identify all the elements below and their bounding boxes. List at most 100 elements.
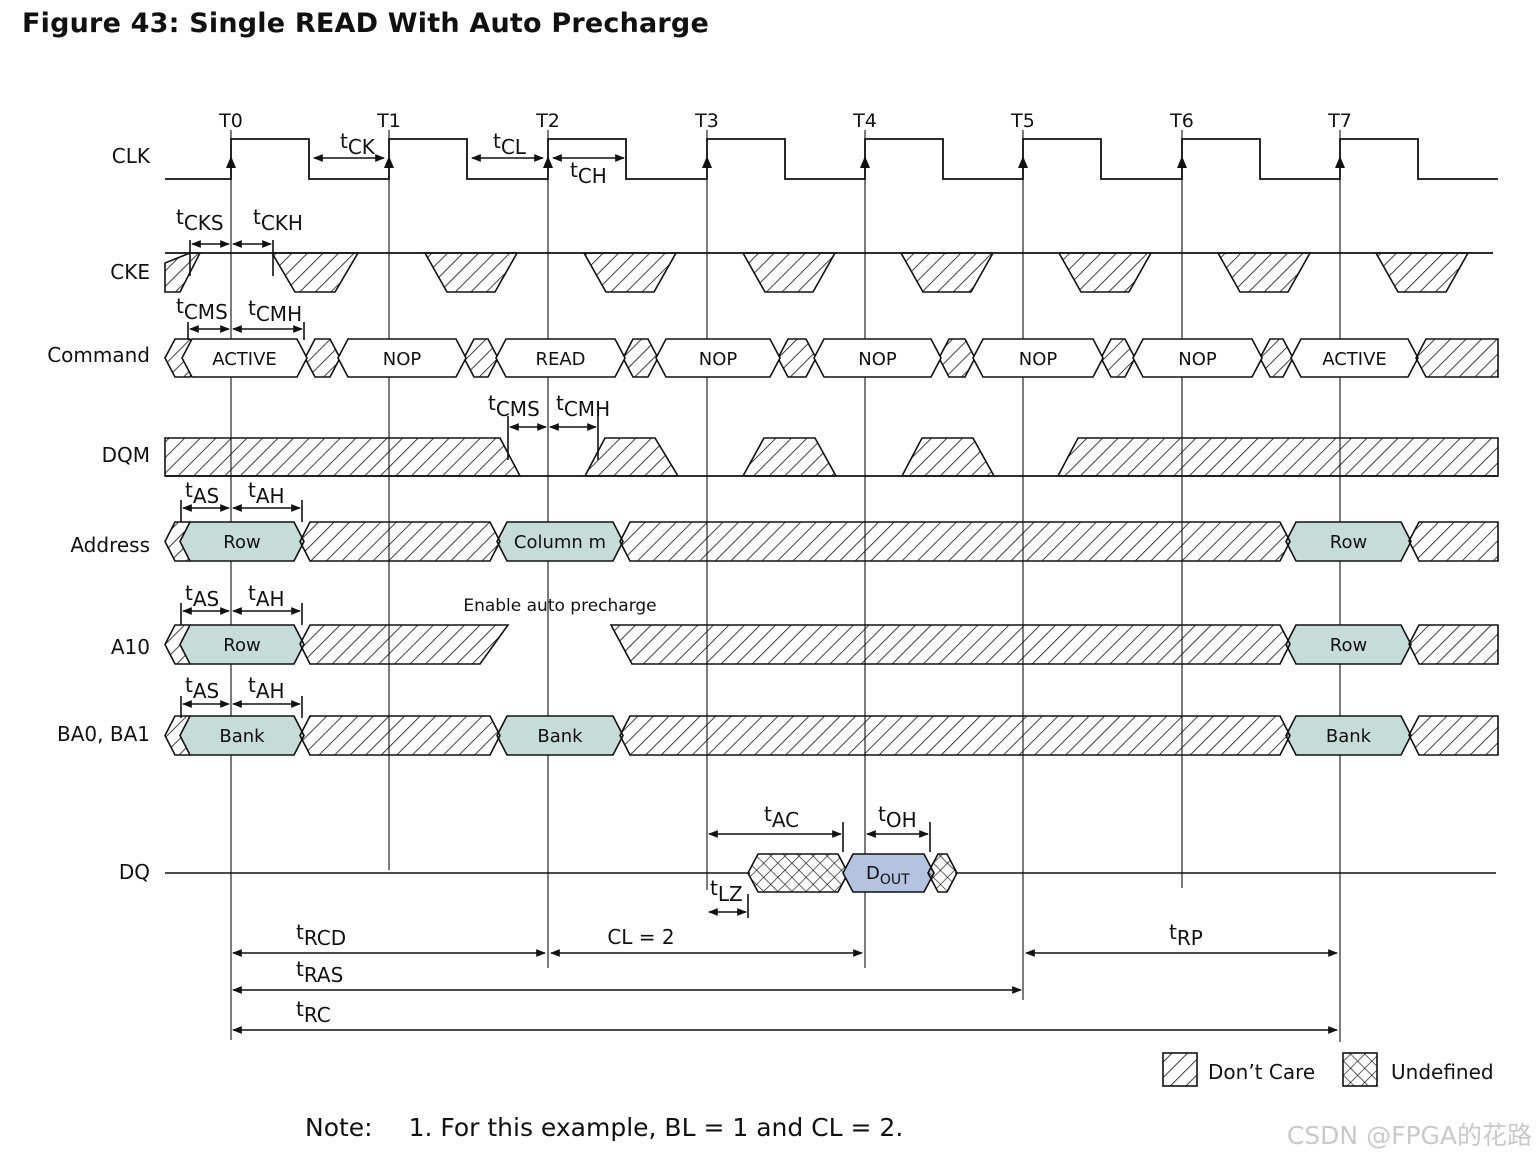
command-read [495,338,626,378]
command-dont-care [1259,338,1294,378]
signal-name-cke: CKE [110,260,150,284]
signal-name-command: Command [47,343,150,367]
signal-name-clk: CLK [112,144,151,168]
ba-value-label: Bank [219,726,265,747]
clock-label-t4: T4 [852,110,877,132]
command-label: NOP [699,349,738,370]
command-label: NOP [858,349,897,370]
clock-label-t2: T2 [535,110,560,132]
label-tck: tCK [340,129,376,159]
dqm-dont-care [900,437,996,477]
label-tlz: tLZ [710,876,743,906]
label-tah-address: tAH [248,478,285,508]
clock-label-t7: T7 [1327,110,1352,132]
command-nop [813,338,942,378]
clock-label-t3: T3 [694,110,719,132]
ba-dont-care [1408,715,1499,756]
command-dont-care [938,338,976,378]
cke-dont-care [741,252,837,293]
cke-dont-care [270,252,360,293]
clock-label-t6: T6 [1169,110,1194,132]
label-tas-address: tAS [185,478,219,508]
timing-parameters [182,154,1338,1034]
cke-dont-care [1374,252,1470,293]
command-nop [337,338,467,378]
clk-edge-arrow [226,156,236,168]
command-label: NOP [1178,349,1217,370]
label-tckh: tCKH [253,205,303,235]
dqm-dont-care [741,437,838,477]
clock-label-t5: T5 [1010,110,1035,132]
dq-dout-label: DOUT [866,863,910,888]
cke-dont-care [423,252,519,293]
note: Note: 1. For this example, BL = 1 and CL… [305,1113,903,1142]
note-text: 1. For this example, BL = 1 and CL = 2. [408,1113,904,1142]
note-label: Note: [305,1113,373,1142]
label-tah-a10: tAH [248,581,285,611]
label-tcmh-dqm: tCMH [556,391,610,421]
address-value-label: Row [1330,532,1367,553]
command-label: ACTIVE [1322,349,1387,370]
command-label: ACTIVE [212,349,277,370]
clk-edge-arrow [384,156,394,168]
command-nop [972,338,1104,378]
clk-edge-arrow [1335,156,1345,168]
label-trc: tRC [296,997,331,1027]
a10-dont-care [1408,624,1499,665]
cke-dont-care [582,252,678,293]
dqm-dont-care [1056,437,1499,477]
signal-name-address: Address [70,533,150,557]
dqm-dont-care [164,437,522,477]
signal-name-a10: A10 [111,635,150,659]
ba-value-label: Bank [537,726,583,747]
dq-undefined [927,853,958,893]
signal-waveforms [164,138,1499,1087]
figure-title: Figure 43: Single READ With Auto Prechar… [22,8,709,39]
label-tcl: tCL [493,129,527,159]
label-tcks: tCKS [176,205,224,235]
address-dont-care [299,521,501,562]
clk-edge-arrow [543,156,553,168]
label-tch: tCH [570,158,607,188]
command-dont-care [777,338,817,378]
a10-dont-care [609,624,1291,665]
label-tah-ba: tAH [248,673,285,703]
dqm-dont-care [583,437,680,477]
address-value-label: Column m [514,532,606,553]
ba-value-label: Bank [1326,726,1372,747]
clk-edge-arrow [1018,156,1028,168]
cke-dont-care [1216,252,1312,293]
a10-value-label: Row [1330,635,1367,656]
label-cl: CL = 2 [607,925,674,949]
command-dont-care [1100,338,1136,378]
command-dont-care [622,338,659,378]
label-tcmh: tCMH [248,296,302,326]
clk-edge-arrow [1177,156,1187,168]
command-dont-care [463,338,499,378]
command-active [181,338,308,378]
address-value-label: Row [223,532,260,553]
cke-dont-care [164,252,202,293]
clock-label-t1: T1 [376,110,401,132]
command-label: READ [535,349,585,370]
auto-precharge-annotation: Enable auto precharge [463,596,656,616]
dq-undefined [747,853,849,893]
label-tcms: tCMS [176,294,228,324]
signal-name-dq: DQ [119,860,150,884]
label-toh: tOH [878,802,917,832]
signal-name-dqm: DQM [102,443,150,467]
label-tas-a10: tAS [185,581,219,611]
label-trp: tRP [1169,920,1203,950]
command-dont-care [304,338,341,378]
label-tras: tRAS [296,957,343,987]
command-label: NOP [1019,349,1058,370]
command-dont-care [1415,338,1499,378]
command-label: NOP [383,349,422,370]
address-dont-care [1408,521,1499,562]
legend-dont-care-label: Don’t Care [1208,1060,1315,1084]
legend-dont-care-swatch [1162,1052,1198,1087]
clk-edge-arrow [702,156,712,168]
a10-dont-care [299,624,510,665]
